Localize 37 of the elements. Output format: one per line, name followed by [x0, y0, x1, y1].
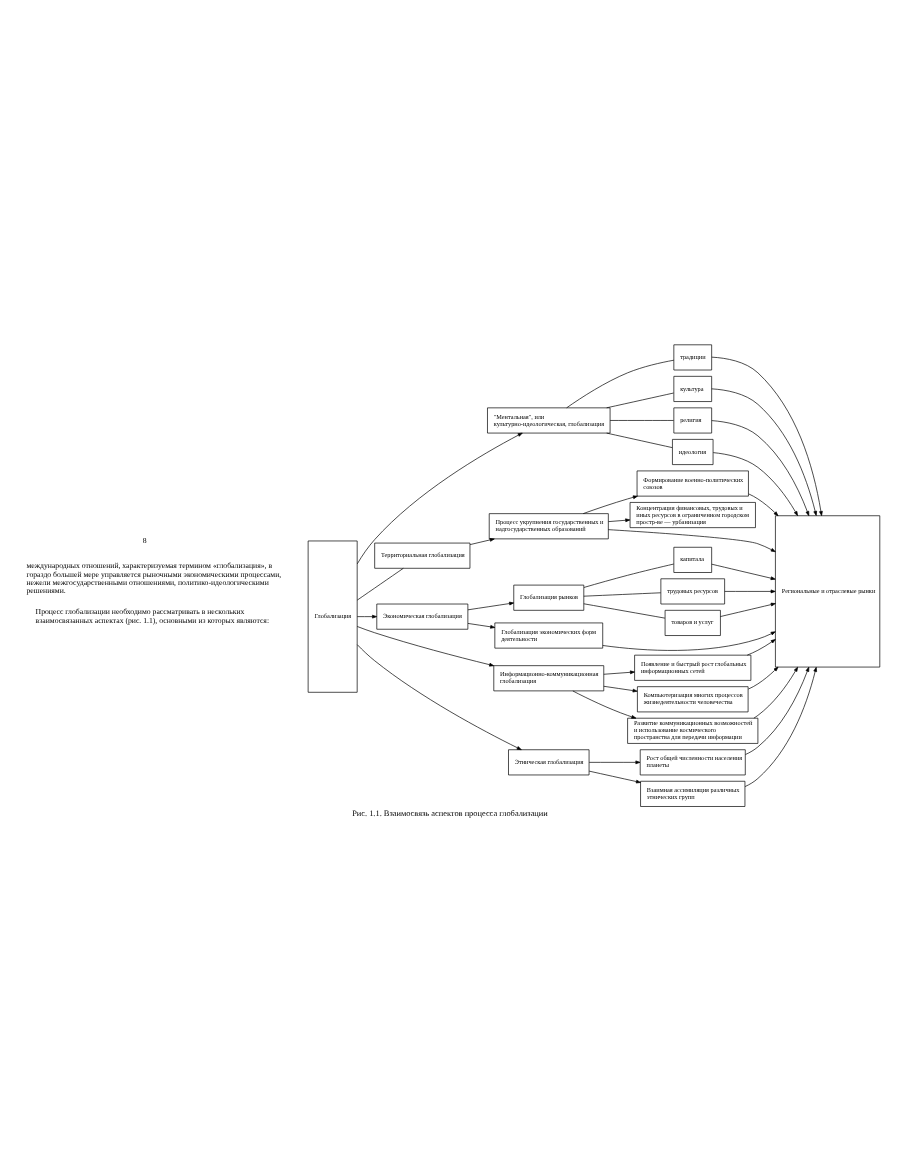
- connector: [606, 431, 673, 447]
- arrow: [572, 689, 637, 718]
- arrow: [720, 601, 776, 616]
- arrow: [356, 431, 523, 564]
- arrow: [711, 355, 823, 515]
- arrow: [748, 665, 779, 689]
- arrow: [588, 759, 641, 764]
- connector: [356, 566, 404, 600]
- arrow: [712, 451, 798, 515]
- connector: [606, 391, 674, 408]
- arrow: [746, 638, 776, 655]
- connector: [566, 358, 675, 408]
- arrow: [745, 665, 810, 754]
- connector: [583, 562, 674, 587]
- arrow: [467, 622, 496, 628]
- arrow: [602, 630, 776, 650]
- arrow: [748, 492, 779, 516]
- connector: [609, 419, 674, 420]
- arrow: [467, 600, 515, 610]
- arrow: [744, 665, 817, 786]
- arrow: [582, 494, 638, 513]
- arrow: [608, 517, 631, 522]
- arrow: [711, 562, 776, 579]
- arrow: [711, 387, 817, 515]
- arrow: [711, 419, 810, 515]
- arrow: [724, 588, 776, 593]
- arrow: [357, 643, 522, 750]
- arrow: [608, 528, 776, 552]
- arrow: [753, 665, 798, 718]
- arrow: [356, 613, 377, 618]
- connector: [583, 602, 666, 618]
- connector: [583, 591, 662, 596]
- arrow: [603, 669, 635, 674]
- arrow: [588, 769, 641, 783]
- arrow: [469, 537, 495, 544]
- arrow: [356, 625, 495, 666]
- arrow: [603, 684, 638, 692]
